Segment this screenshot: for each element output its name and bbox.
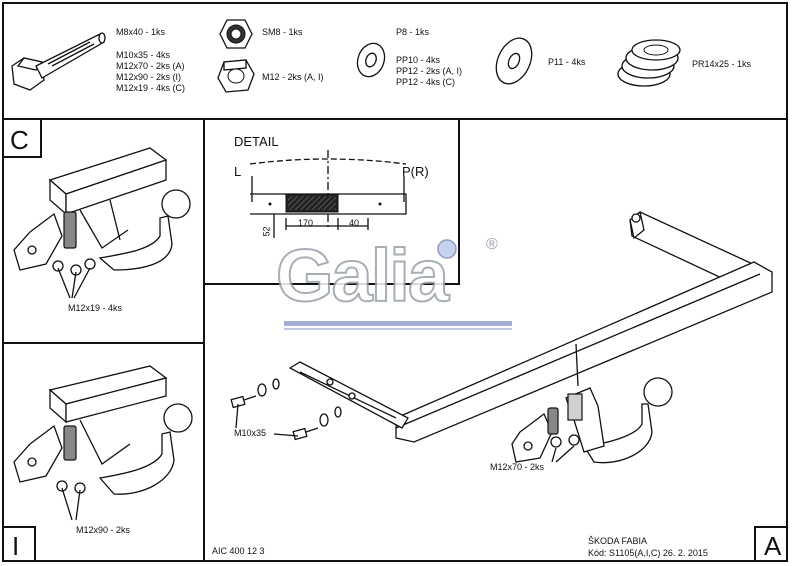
panel-i-callout: M12x90 - 2ks (76, 525, 131, 535)
detail-dim-40: 40 (349, 218, 360, 228)
detail-right-label: P(R) (402, 164, 429, 179)
towbar-c-drawing (13, 147, 191, 276)
panel-c-callout: M12x19 - 4ks (68, 303, 123, 313)
logo-underline-thin (284, 328, 512, 330)
galia-logo: Galia (275, 234, 450, 317)
parts-row-divider (2, 118, 788, 120)
left-column-divider (203, 118, 205, 562)
nut-m12-icon (217, 59, 255, 93)
logo-registered-mark: ® (486, 236, 498, 253)
nut-sm8-label: SM8 - 1ks (262, 27, 303, 37)
footer-code: AIC 400 12 3 (212, 546, 265, 556)
washer-main-label: P8 - 1ks (396, 27, 430, 37)
nut-sm8-icon (219, 19, 253, 49)
bolt-list-2: M12x70 - 2ks (A) (116, 61, 185, 71)
bolt-icon (11, 32, 106, 91)
washer-p11-label: P11 - 4ks (548, 57, 586, 67)
panel-c-letter-box (2, 118, 42, 158)
detail-profile-drawing (249, 150, 407, 238)
washer-list-1: PP10 - 4ks (396, 55, 441, 65)
detail-title: DETAIL (234, 134, 279, 149)
panel-a-bolt-callout: M10x35 (234, 428, 267, 438)
bolt-main-label: M8x40 - 1ks (116, 27, 166, 37)
footer-model: ŠKODA FABIA (588, 536, 648, 546)
washer-list-2: PP12 - 2ks (A, I) (396, 66, 463, 76)
panel-i-letter-box (2, 526, 36, 562)
washer-list-3: PP12 - 4ks (C) (396, 77, 456, 87)
bolt-list-1: M10x35 - 4ks (116, 50, 171, 60)
towbar-i-drawing (13, 365, 193, 495)
detail-left-label: L (234, 164, 242, 179)
detail-box-right (458, 118, 460, 284)
logo-underline (284, 321, 512, 326)
washer-icon (356, 42, 386, 78)
panel-a-letter: A (764, 531, 782, 561)
spring-label: PR14x25 - 1ks (692, 59, 752, 69)
panel-a-letter-box (754, 526, 788, 562)
bolt-list-4: M12x19 - 4ks (C) (116, 83, 186, 93)
spring-washer-icon (617, 39, 681, 87)
left-column-split (2, 342, 203, 344)
washer-p11-icon (495, 37, 533, 85)
nut-m12-label: M12 - 2ks (A, I) (262, 72, 324, 82)
panel-a-nut-callout: M12x70 - 2ks (490, 462, 545, 472)
panel-c-letter: C (10, 125, 29, 155)
panel-i-letter: I (12, 531, 20, 561)
detail-box-bottom (203, 283, 460, 285)
footer-kod: Kód: S1105(A,I,C) 26. 2. 2015 (588, 548, 708, 558)
logo-dot-icon (437, 239, 457, 259)
detail-dim-170: 170 (298, 218, 314, 228)
bolt-list-3: M12x90 - 2ks (I) (116, 72, 182, 82)
